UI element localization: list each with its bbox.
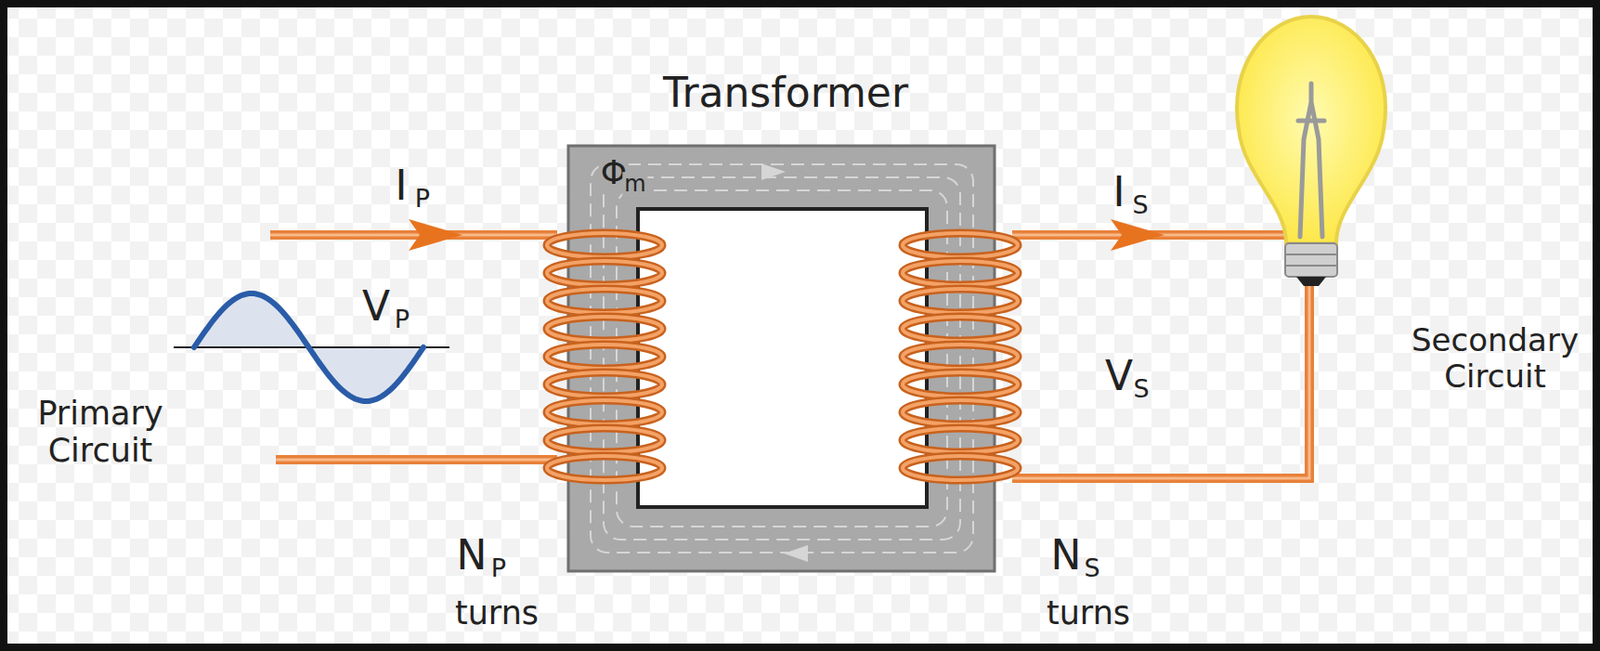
flux-lines xyxy=(590,164,974,553)
current-symbol: I xyxy=(1113,169,1126,217)
voltage-subscript: S xyxy=(1132,374,1149,404)
primary-wires xyxy=(270,219,558,460)
turns-subscript: S xyxy=(1083,553,1100,583)
turns-symbol: N xyxy=(1051,532,1082,580)
iron-core xyxy=(568,145,995,572)
lamp-symbol xyxy=(1236,16,1386,287)
frame xyxy=(3,3,1597,648)
circuit-label: Secondary Circuit xyxy=(1402,322,1588,395)
current-symbol: I xyxy=(395,162,408,210)
turns-label: turns xyxy=(455,594,539,632)
flux-subscript: m xyxy=(622,171,648,198)
primary-coil xyxy=(546,233,663,481)
voltage-symbol: V xyxy=(362,283,391,331)
turns-subscript: P xyxy=(491,553,507,583)
title: Transformer xyxy=(663,69,909,118)
turns-label: turns xyxy=(1046,594,1131,632)
turns-symbol: N xyxy=(456,532,488,580)
voltage-symbol: V xyxy=(1105,352,1133,401)
current-arrow xyxy=(1110,219,1165,251)
secondary-wires xyxy=(1012,219,1310,479)
current-arrow xyxy=(408,219,463,251)
current-subscript: P xyxy=(415,183,430,213)
ac-source-symbol xyxy=(173,293,450,402)
voltage-subscript: P xyxy=(394,304,410,334)
secondary-coil xyxy=(902,233,1018,481)
circuit-label: Primary Circuit xyxy=(21,394,180,470)
current-subscript: S xyxy=(1131,190,1148,220)
